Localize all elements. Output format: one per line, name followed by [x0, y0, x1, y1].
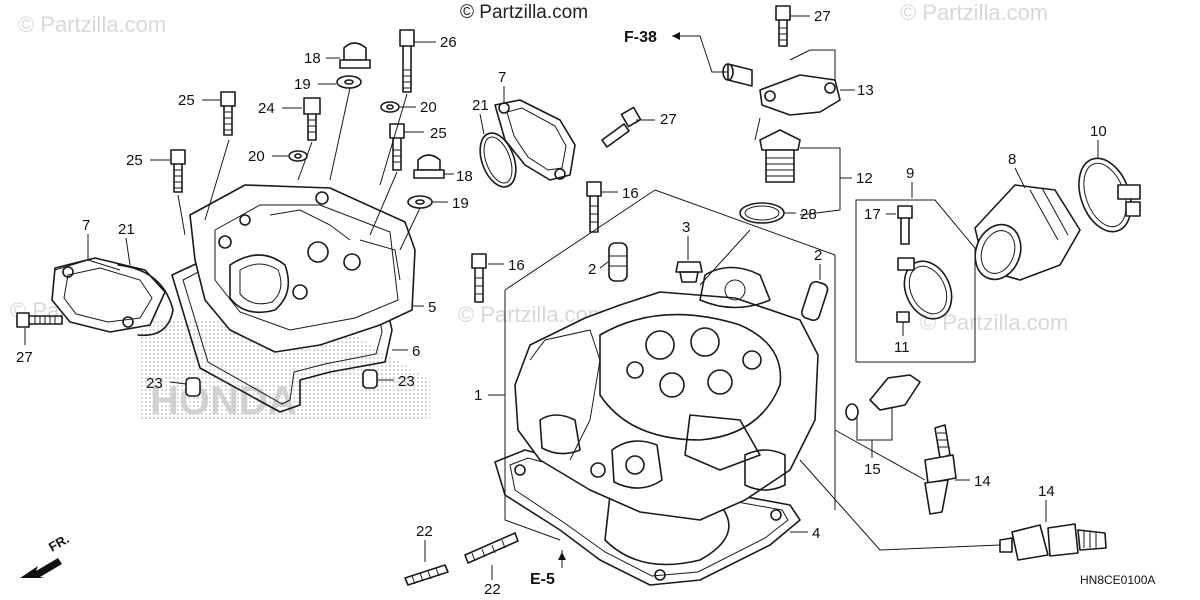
bolt-25-b — [170, 149, 186, 193]
callout-19: 19 — [294, 76, 311, 93]
callout-25: 25 — [178, 92, 195, 109]
cap-nut-18-mid — [413, 154, 445, 179]
svg-text:HONDA: HONDA — [150, 379, 297, 423]
honda-logo-watermark: HONDA — [140, 320, 430, 423]
callout-16: 16 — [508, 257, 525, 274]
callout-27: 27 — [16, 349, 33, 366]
band-group-box — [855, 199, 976, 363]
cap-nut-18-top — [339, 42, 371, 69]
callout-7: 7 — [498, 69, 506, 86]
stud-bolt-22-back — [464, 532, 519, 564]
callout-21: 21 — [472, 97, 489, 114]
bolt-16-right — [586, 181, 602, 233]
callout-27: 27 — [814, 8, 831, 25]
washer-19-mid — [407, 195, 433, 209]
callout-13: 13 — [857, 82, 874, 99]
ref-f38: F-38 — [624, 29, 657, 46]
washer-20-top — [380, 101, 400, 113]
thermostat — [759, 129, 801, 183]
washer-19-top — [336, 75, 362, 89]
callout-24: 24 — [258, 100, 275, 117]
o-ring-right — [479, 132, 517, 188]
cover-cap-right — [494, 99, 576, 181]
bolt-24 — [303, 97, 321, 141]
watermark-faint-right: © Partzilla.com — [920, 310, 1068, 335]
callout-19: 19 — [452, 195, 469, 212]
callout-22: 22 — [484, 581, 501, 598]
callout-8: 8 — [1008, 151, 1016, 168]
callout-20: 20 — [420, 99, 437, 116]
callout-20: 20 — [248, 148, 265, 165]
valve-stem-seal-right — [801, 280, 829, 322]
callout-23: 23 — [146, 375, 163, 392]
callout-22: 22 — [416, 523, 433, 540]
callout-25: 25 — [126, 152, 143, 169]
dowel-pin-23-left — [185, 377, 201, 397]
washer-20-left — [288, 150, 308, 162]
callout-9: 9 — [906, 165, 914, 182]
bolt-25-c — [389, 123, 405, 171]
watermark-faint-topright: © Partzilla.com — [900, 0, 1048, 25]
bolt-27-left — [16, 312, 63, 328]
callout-25: 25 — [430, 125, 447, 142]
callout-4: 4 — [812, 525, 820, 542]
callout-5: 5 — [428, 299, 436, 316]
hose-band-10 — [1078, 157, 1141, 233]
cylinder-head — [514, 266, 819, 521]
callout-16: 16 — [622, 185, 639, 202]
callout-21: 21 — [118, 221, 135, 238]
callout-3: 3 — [682, 219, 690, 236]
thermostat-cover — [722, 63, 841, 116]
valve-stem-seal-left — [608, 242, 628, 282]
callout-7: 7 — [82, 217, 90, 234]
callout-15: 15 — [864, 461, 881, 478]
callout-1: 1 — [474, 387, 482, 404]
callout-2: 2 — [814, 247, 822, 264]
sealing-plug-3 — [675, 261, 703, 283]
callout-18: 18 — [456, 168, 473, 185]
hose-band-11 — [896, 257, 953, 323]
callout-14: 14 — [974, 473, 991, 490]
bolt-16-left — [471, 253, 487, 303]
watermark-faint-topleft: © Partzilla.com — [18, 12, 166, 37]
callout-17: 17 — [864, 206, 881, 223]
diagram-code: HN8CE0100A — [1080, 573, 1155, 587]
callout-27: 27 — [660, 111, 677, 128]
dowel-pin-23-right — [362, 369, 378, 389]
callout-10: 10 — [1090, 123, 1107, 140]
cover-cap-left — [51, 257, 166, 333]
temperature-sensor — [845, 374, 921, 421]
spark-plug-horizontal — [999, 523, 1107, 561]
front-marker: FR. — [46, 531, 72, 554]
callout-23: 23 — [398, 373, 415, 390]
callout-labels: 27 13 27 12 28 10 8 9 17 11 26 18 19 20 … — [16, 8, 1107, 598]
bolt-26 — [399, 29, 415, 93]
watermark-main: © Partzilla.com — [460, 2, 588, 23]
bolt-27-top — [775, 5, 791, 47]
screw-17 — [897, 205, 913, 245]
callout-12: 12 — [856, 170, 873, 187]
callout-11: 11 — [894, 339, 910, 356]
front-arrow-icon — [20, 558, 62, 578]
carburetor-insulator — [974, 184, 1081, 281]
bolt-27-center — [601, 106, 642, 148]
callout-28: 28 — [800, 206, 817, 223]
stud-bolt-22-front — [404, 564, 449, 586]
bolt-25-a — [220, 91, 236, 136]
callout-26: 26 — [440, 34, 457, 51]
ref-e5: E-5 — [530, 571, 555, 588]
callout-18: 18 — [304, 50, 321, 67]
callout-2: 2 — [588, 261, 596, 278]
spark-plug-vertical — [924, 424, 957, 515]
o-ring-left — [117, 264, 174, 337]
cylinder-head-cover — [189, 184, 416, 353]
callout-6: 6 — [412, 343, 420, 360]
callout-14: 14 — [1038, 483, 1055, 500]
